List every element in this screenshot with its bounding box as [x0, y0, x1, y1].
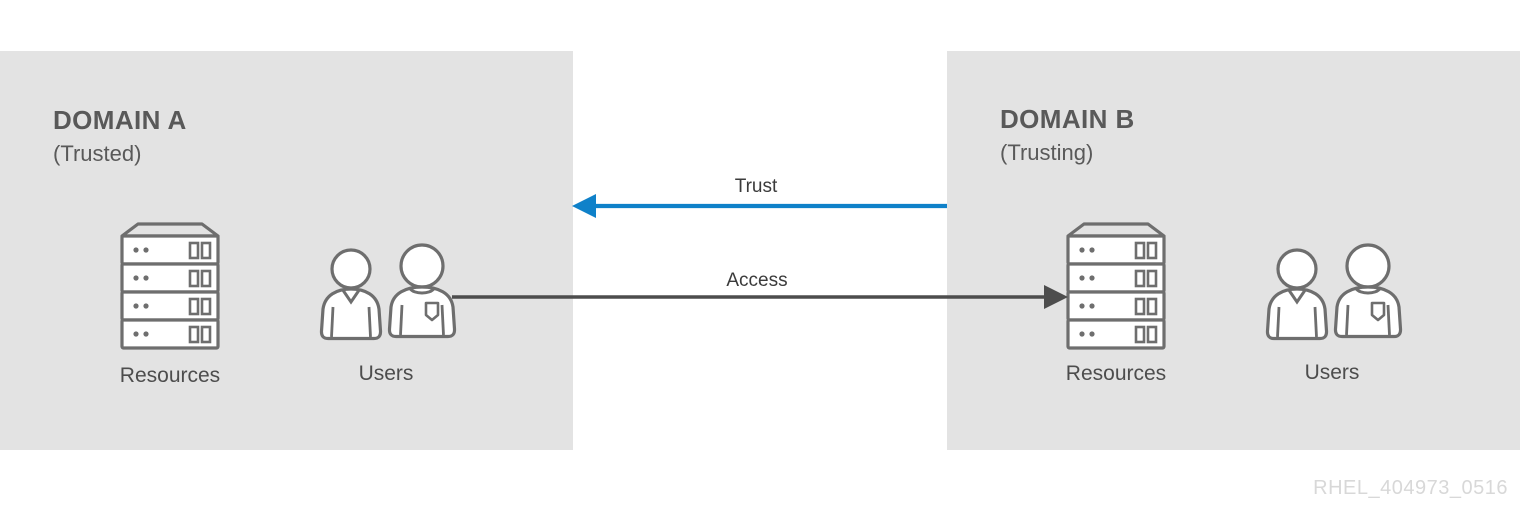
domain-b-panel	[947, 51, 1520, 450]
domain-a-resources-label: Resources	[119, 364, 221, 387]
domain-b-resources-icon	[1066, 222, 1166, 350]
domain-b-users-icon	[1265, 243, 1403, 341]
domain-a-users-icon	[319, 243, 457, 341]
figure-id-watermark: RHEL_404973_0516	[1313, 477, 1508, 499]
domain-a-users-label: Users	[358, 362, 414, 385]
domain-a-title: DOMAIN A	[53, 105, 187, 135]
trust-label: Trust	[734, 176, 778, 197]
trust-arrow	[572, 194, 947, 218]
domain-a-resources-icon	[120, 222, 220, 350]
access-arrow	[452, 285, 1068, 309]
access-label: Access	[726, 270, 788, 291]
domain-a-panel	[0, 51, 573, 450]
domain-b-resources-label: Resources	[1065, 362, 1167, 385]
domain-b-subtitle: (Trusting)	[1000, 140, 1094, 165]
domain-b-title: DOMAIN B	[1000, 104, 1135, 134]
domain-b-users-label: Users	[1304, 361, 1360, 384]
domain-a-subtitle: (Trusted)	[53, 141, 142, 166]
